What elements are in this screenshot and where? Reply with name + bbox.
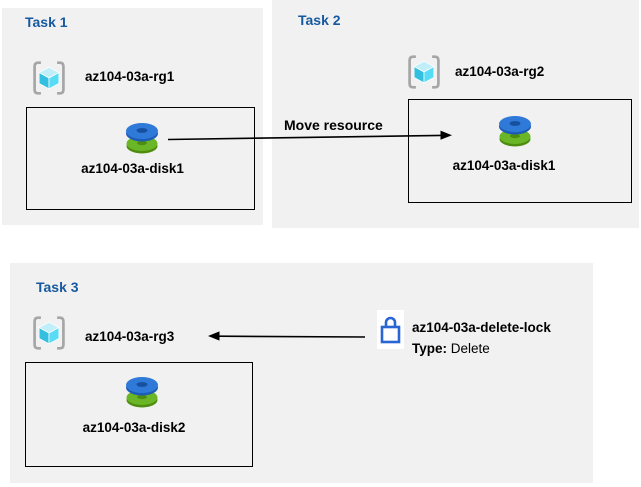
disk-icon bbox=[126, 123, 158, 154]
task-1-resource-box bbox=[26, 107, 255, 210]
lock-type: Type: Delete bbox=[412, 341, 490, 357]
task-1-panel: Task 1 az104-03a-rg1 az104-03a-disk1 bbox=[2, 8, 263, 225]
disk-icon bbox=[499, 116, 531, 147]
move-resource-label: Move resource bbox=[284, 117, 383, 133]
resource-name: az104-03a-disk1 bbox=[81, 161, 184, 176]
disk-icon bbox=[126, 377, 158, 408]
task-2-resource-box bbox=[408, 99, 632, 203]
resource-name: az104-03a-disk2 bbox=[82, 420, 186, 435]
resource-group-name: az104-03a-rg3 bbox=[85, 329, 175, 344]
resource-name: az104-03a-disk1 bbox=[452, 158, 556, 173]
resource-group-icon bbox=[33, 316, 65, 350]
task-3-title: Task 3 bbox=[36, 279, 79, 295]
resource-group-name: az104-03a-rg1 bbox=[85, 69, 175, 84]
task-3-resource-box bbox=[25, 362, 253, 467]
task-2-panel: Task 2 az104-03a-rg2 az104-03a-disk1 Mov… bbox=[272, 0, 639, 228]
lock-name: az104-03a-delete-lock bbox=[412, 320, 551, 335]
lock-type-label: Type: bbox=[412, 341, 448, 356]
task-2-title: Task 2 bbox=[298, 12, 341, 28]
lock-type-value: Delete bbox=[450, 341, 490, 356]
resource-group-icon bbox=[33, 61, 65, 95]
task-1-title: Task 1 bbox=[25, 14, 68, 30]
resource-group-icon bbox=[408, 55, 440, 89]
lock-icon bbox=[380, 316, 401, 344]
task-3-panel: Task 3 az104-03a-rg3 az104-03a-disk2 az1… bbox=[10, 263, 593, 483]
resource-group-name: az104-03a-rg2 bbox=[455, 64, 545, 79]
